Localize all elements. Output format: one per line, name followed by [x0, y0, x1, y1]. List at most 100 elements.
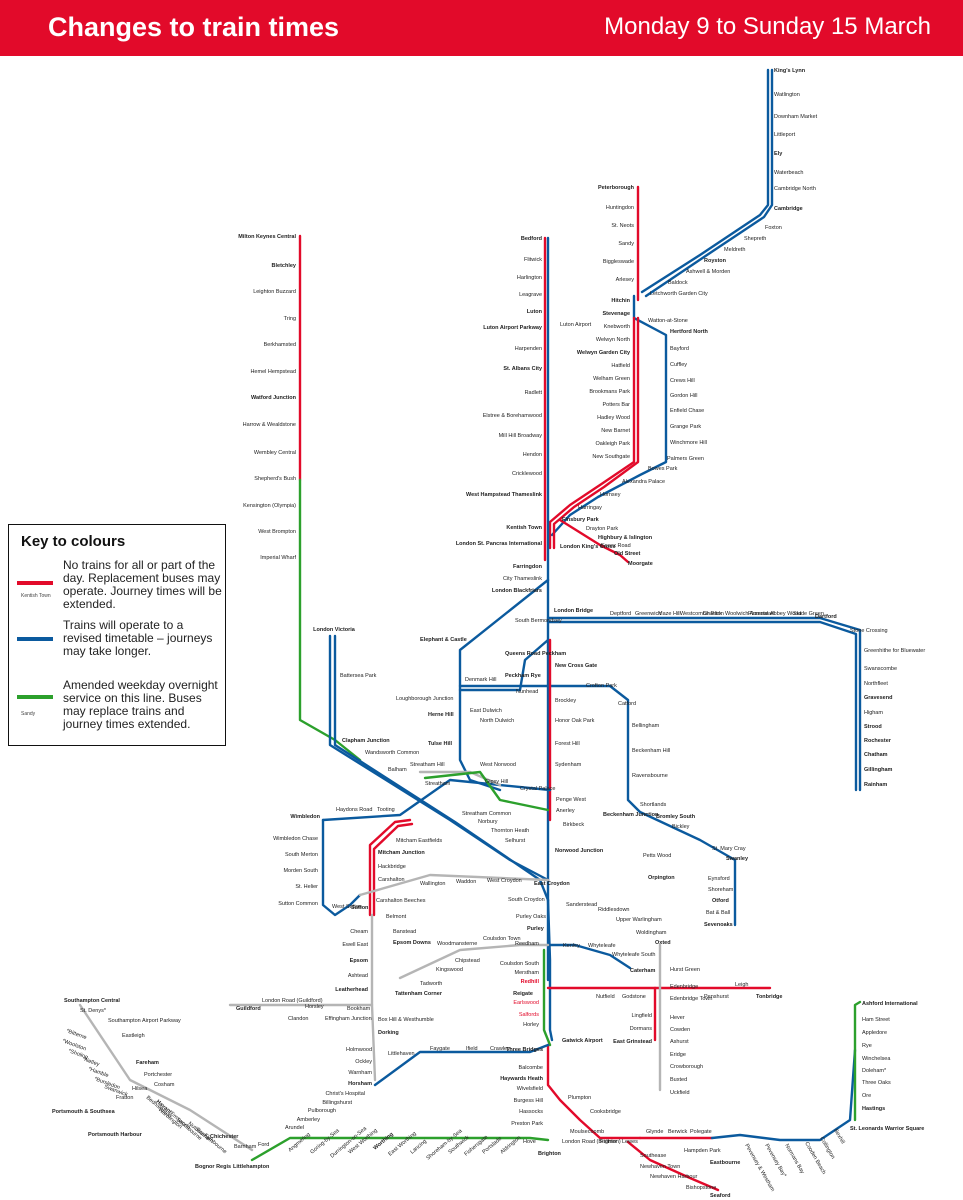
line-wcml-green: [298, 478, 362, 762]
station-herne-hill: Herne Hill: [428, 712, 454, 718]
station-harrow: Harrow & Wealdstone: [243, 422, 296, 428]
station-meldreth: Meldreth: [724, 247, 745, 253]
station-plumpton: Plumpton: [568, 1095, 591, 1101]
station-mill-hill: Mill Hill Broadway: [499, 433, 543, 439]
station-sutton-common: Sutton Common: [278, 901, 318, 907]
station-belmont: Belmont: [386, 914, 407, 920]
station-st-denys: St. Denys*: [80, 1008, 107, 1014]
station-eastleigh: Eastleigh: [122, 1033, 145, 1039]
station-wallington: Wallington: [420, 881, 445, 887]
station-brockley: Brockley: [555, 698, 576, 704]
station-hendon: Hendon: [523, 452, 542, 458]
station-clandon: Clandon: [288, 1016, 309, 1022]
station-shepherds-bush: Shepherd's Bush: [254, 476, 296, 482]
station-edenbridge: Edenbridge: [670, 984, 698, 990]
station-potters-bar: Potters Bar: [602, 402, 630, 408]
station-imperial-wharf: Imperial Wharf: [260, 555, 296, 561]
station-welwyn-gc: Welwyn Garden City: [577, 350, 631, 356]
station-billingshurst: Billingshurst: [322, 1100, 352, 1106]
station-london-bridge: London Bridge: [554, 608, 593, 614]
station-hadley-wood: Hadley Wood: [597, 415, 630, 421]
station-biggleswade: Biggleswade: [603, 259, 634, 265]
line-seaford: [626, 1140, 720, 1192]
key-example-green: Sandy: [21, 711, 36, 717]
station-palmers-green: Palmers Green: [667, 456, 704, 462]
station-carshalton-beeches: Carshalton Beeches: [376, 898, 426, 904]
station-cambridge-north: Cambridge North: [774, 186, 816, 192]
line-catford: [458, 684, 737, 927]
station-ashtead: Ashtead: [348, 973, 368, 979]
station-elstree: Elstree & Borehamwood: [483, 413, 542, 419]
station-ore: Ore: [862, 1093, 871, 1099]
line-ecml-blue: [550, 294, 668, 537]
station-bookham: Bookham: [347, 1006, 371, 1012]
station-purley: Purley: [527, 926, 545, 932]
station-wimbledon: Wimbledon: [290, 814, 320, 820]
line-london-bridge-east-2: [546, 620, 858, 792]
station-sydenham: Sydenham: [555, 762, 582, 768]
station-thornton-heath: Thornton Heath: [491, 828, 529, 834]
station-polegate: Polegate: [690, 1129, 712, 1135]
station-milton-keynes: Milton Keynes Central: [238, 234, 296, 240]
station-letchworth: Letchworth Garden City: [650, 291, 708, 297]
station-cuffley: Cuffley: [670, 362, 687, 368]
station-brookmans-park: Brookmans Park: [589, 389, 630, 395]
station-balham: Balham: [388, 767, 407, 773]
station-balcombe: Balcombe: [519, 1065, 543, 1071]
line-coastway-green: [250, 1136, 550, 1162]
station-swanscombe: Swanscombe: [864, 666, 897, 672]
station-huntingdon: Huntingdon: [606, 205, 634, 211]
station-bognor: Bognor Regis: [195, 1164, 231, 1170]
station-harringay: Harringay: [578, 505, 602, 511]
station-watlington: Watlington: [774, 92, 800, 98]
page-title: Changes to train times: [48, 12, 340, 42]
station-hastings: Hastings: [862, 1106, 885, 1112]
station-forest-hill: Forest Hill: [555, 741, 580, 747]
station-mitcham-eastfields: Mitcham Eastfields: [396, 838, 442, 844]
line-caterham: [546, 943, 632, 970]
station-winchelsea: Winchelsea: [862, 1056, 891, 1062]
station-shepreth: Shepreth: [744, 236, 766, 242]
station-penshurst: Penshurst: [704, 994, 729, 1000]
station-berkhamsted: Berkhamsted: [264, 342, 296, 348]
station-royston: Royston: [704, 258, 727, 264]
station-crawley: Crawley: [490, 1046, 510, 1052]
station-west-norwood: West Norwood: [480, 762, 516, 768]
station-lewes: Lewes: [622, 1139, 638, 1145]
station-kingswood: Kingswood: [436, 967, 463, 973]
station-chatham: Chatham: [864, 752, 888, 758]
station-bat-ball: Bat & Ball: [706, 910, 730, 916]
station-wembley: Wembley Central: [254, 450, 296, 456]
station-coulsdon-town: Coulsdon Town: [483, 936, 521, 942]
station-edenbridge-town: Edenbridge Town: [670, 996, 712, 1002]
station-knebworth: Knebworth: [604, 324, 630, 330]
station-petts-wood: Petts Wood: [643, 853, 671, 859]
station-dartford: Dartford: [815, 614, 837, 620]
station-eynsford: Eynsford: [708, 876, 730, 882]
station-bickley: Bickley: [672, 824, 690, 830]
station-rye: Rye: [862, 1043, 872, 1049]
date-range: Monday 9 to Sunday 15 March: [604, 13, 931, 40]
station-upper-warlingham: Upper Warlingham: [616, 917, 662, 923]
station-streatham-common: Streatham Common: [462, 811, 511, 817]
station-st-neots: St. Neots: [611, 223, 634, 229]
station-littleport: Littleport: [774, 132, 796, 138]
station-sutton: Sutton: [351, 905, 369, 911]
station-cheam: Cheam: [350, 929, 368, 935]
station-west-sutton: West Sutton: [332, 904, 362, 910]
station-penge-west: Penge West: [556, 797, 586, 803]
station-leatherhead: Leatherhead: [335, 987, 368, 993]
station-bishopstone: Bishopstone: [686, 1185, 716, 1191]
station-whyteleafe-south: Whyteleafe South: [612, 952, 655, 958]
line-marshlink-green: [853, 1000, 862, 1122]
station-london-road-brighton: London Road (Brighton): [562, 1139, 621, 1145]
station-purley-oaks: Purley Oaks: [516, 914, 546, 920]
station-ham-street: Ham Street: [862, 1017, 890, 1023]
station-sandy: Sandy: [618, 241, 634, 247]
station-lingfield: Lingfield: [632, 1013, 653, 1019]
station-earlswood: Earlswood: [513, 1000, 539, 1006]
station-newhaven-harbour: Newhaven Harbour: [650, 1174, 698, 1180]
station-crofton-park: Crofton Park: [586, 683, 617, 689]
station-old-street: Old Street: [614, 551, 640, 557]
line-horsham-blue: [373, 1043, 550, 1087]
